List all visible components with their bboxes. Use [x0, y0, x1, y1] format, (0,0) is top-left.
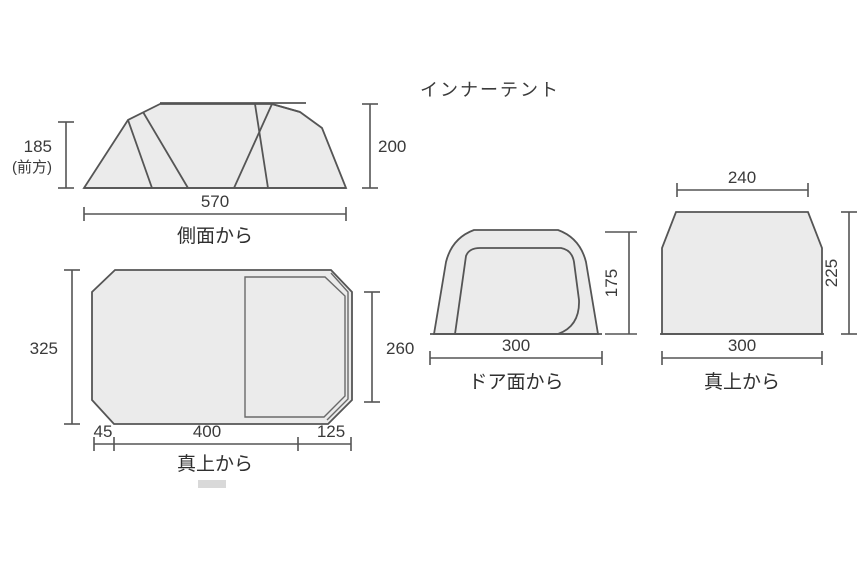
side-view-caption: 側面から: [177, 225, 253, 247]
side-view-pole-right-a: [233, 103, 273, 189]
dim-label-45: 45: [94, 422, 113, 441]
dim-label-570: 570: [201, 192, 229, 211]
inner-plan-top-width-dimension: 240: [676, 168, 809, 197]
side-view-pole-right-b: [254, 103, 269, 189]
plan-view-inner-compartment: [244, 276, 346, 418]
side-view-height-rear-dimension: 200: [362, 103, 406, 189]
dim-label-125: 125: [317, 422, 345, 441]
color-swatch: [198, 480, 226, 488]
inner-plan-view-caption: 真上から: [704, 371, 780, 393]
plan-view-figure: [91, 269, 353, 425]
side-view-body-fill: [84, 104, 346, 188]
dim-label-185-note: (前方): [12, 159, 52, 176]
inner-plan-view-body-fill: [662, 212, 822, 334]
dim-label-175: 175: [602, 269, 621, 297]
dim-label-inner-300: 300: [728, 336, 756, 355]
inner-plan-view-figure: [660, 211, 824, 335]
plan-view-right-seam: [326, 272, 349, 421]
side-view-pole-right-c: [271, 103, 301, 113]
door-view-inner-panel: [453, 247, 580, 335]
inner-plan-bottom-width-dimension: 300: [661, 336, 823, 365]
dim-label-400: 400: [193, 422, 221, 441]
plan-view-caption: 真上から: [177, 453, 253, 475]
inner-plan-depth-dimension: 225: [822, 211, 857, 335]
dim-label-door-300: 300: [502, 336, 530, 355]
door-view-outline: [432, 229, 600, 335]
dim-label-325: 325: [30, 339, 58, 358]
dim-label-260: 260: [386, 339, 414, 358]
dim-label-200: 200: [378, 137, 406, 156]
dim-label-225: 225: [822, 259, 841, 287]
dim-label-240: 240: [728, 168, 756, 187]
plan-view-depth-total-dimension: 325: [30, 269, 80, 425]
side-view-height-front-dimension: 185 (前方): [12, 121, 74, 189]
side-view-pole-left-b: [142, 111, 189, 189]
plan-view-width-dimension: 45 400 125: [93, 422, 352, 451]
inner-tent-title: インナーテント: [420, 80, 560, 101]
side-view-figure: [82, 102, 348, 189]
door-view-height-dimension: 175: [602, 231, 637, 335]
plan-view-depth-inner-dimension: 260: [364, 291, 414, 403]
door-view-width-dimension: 300: [429, 336, 603, 365]
door-view-figure: [430, 229, 602, 335]
door-view-body-fill: [434, 230, 598, 334]
plan-view-body-fill: [92, 270, 352, 424]
door-view-caption: ドア面から: [468, 371, 563, 393]
side-view-pole-left-a: [127, 119, 153, 189]
plan-view-outline: [91, 269, 353, 425]
side-view-width-dimension: 570: [83, 192, 347, 221]
dim-label-185: 185: [24, 137, 52, 156]
